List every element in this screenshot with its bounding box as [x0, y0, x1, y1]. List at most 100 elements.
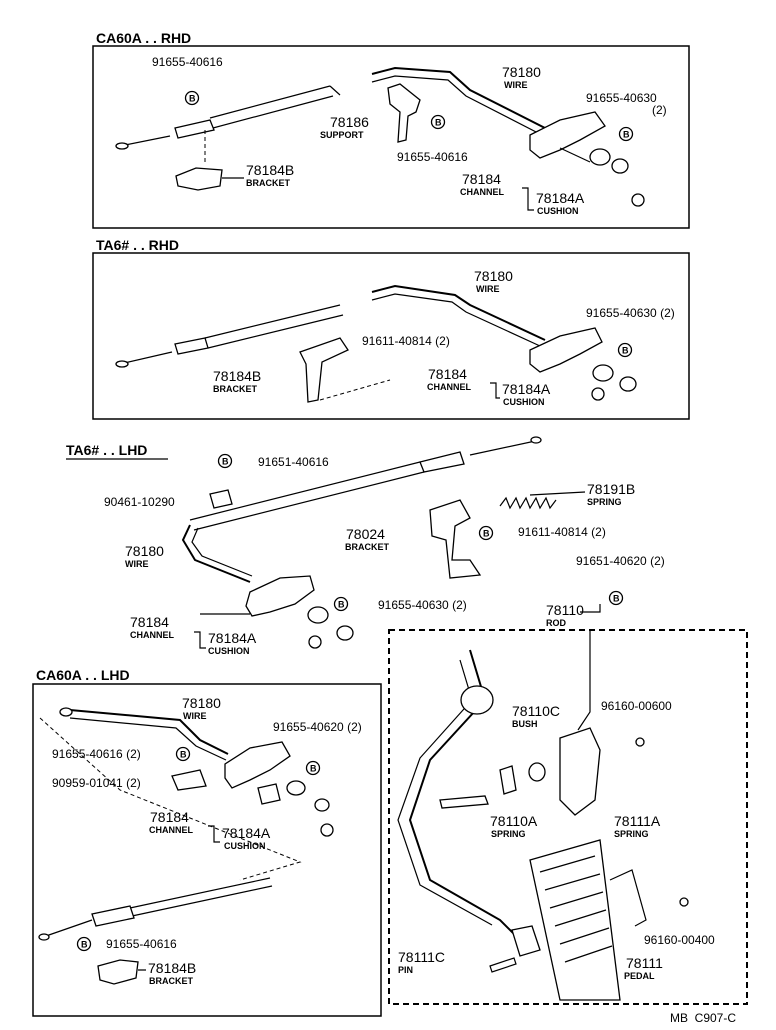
spring-78191b-drawing [499, 496, 557, 510]
label-78186: 78186 [330, 114, 369, 130]
label-78180: 78180 [474, 268, 513, 284]
section-ca60a-rhd: CA60A . . RHD B B [92, 30, 690, 229]
label-96160-00400: 96160-00400 [644, 933, 715, 947]
label-91655-40616: 91655-40616 (2) [52, 747, 141, 761]
bolt-b-label: B [180, 750, 187, 760]
label-cushion: CUSHION [537, 206, 579, 216]
label-support: SUPPORT [320, 130, 364, 140]
label-channel: CHANNEL [460, 187, 505, 197]
label-91655-40616-b: 91655-40616 [397, 150, 468, 164]
throttle-wire-drawing [115, 284, 546, 368]
throttle-wire-drawing [115, 66, 546, 150]
section-title-ta6-rhd: TA6# . . RHD [96, 237, 179, 253]
label-91655-40620: 91655-40620 (2) [273, 720, 362, 734]
section-ta6-rhd: TA6# . . RHD B 78180 WIRE 91655-40630 (2… [92, 237, 690, 420]
bolt-b-label: B [483, 529, 490, 539]
label-78180: 78180 [182, 695, 221, 711]
bracket-78184b-drawing [97, 959, 139, 985]
clip-96160-00400-drawing [679, 897, 689, 907]
channel-assembly-drawing [529, 327, 637, 401]
section-title-ta6-lhd: TA6# . . LHD [66, 442, 147, 458]
throttle-wire-drawing [38, 707, 273, 941]
label-78180: 78180 [125, 543, 164, 559]
label-bracket: BRACKET [345, 542, 390, 552]
pivot-bolt-drawing [439, 795, 489, 809]
label-78111c: 78111C [398, 949, 445, 965]
label-78180: 78180 [502, 64, 541, 80]
label-wire: WIRE [476, 284, 500, 294]
channel-assembly-drawing [529, 111, 645, 207]
label-pedal: PEDAL [624, 971, 655, 981]
spring-78110a-drawing [499, 765, 517, 795]
label-78184a: 78184A [536, 190, 585, 206]
channel-assembly-drawing [224, 741, 334, 837]
section-frame-ta6-rhd [92, 252, 690, 420]
label-91655-40616: 91655-40616 [152, 55, 223, 69]
clip-96160-00600-drawing [635, 737, 645, 747]
label-cushion: CUSHION [224, 841, 266, 851]
pedal-arm-end [511, 925, 541, 957]
label-78184b: 78184B [213, 368, 261, 384]
label-78184: 78184 [428, 366, 467, 382]
bolt-b-label: B [222, 457, 229, 467]
bolt-b-label: B [81, 940, 88, 950]
pedal-assembly: 78110C BUSH 96160-00600 78110A SPRING 78… [388, 629, 748, 1005]
pin-78111c-drawing [489, 957, 517, 973]
clip-90461-10290-drawing [209, 489, 233, 509]
label-qty-2: (2) [652, 103, 667, 117]
label-90461-10290: 90461-10290 [104, 495, 175, 509]
section-ta6-lhd: TA6# . . LHD B B B B 91651-40616 9046 [66, 436, 665, 656]
label-91651-40620: 91651-40620 (2) [576, 554, 665, 568]
label-78110a: 78110A [490, 813, 538, 829]
label-91655-40616-b: 91655-40616 [106, 937, 177, 951]
bush-78110c-drawing [528, 762, 546, 782]
label-78184: 78184 [462, 171, 501, 187]
label-78111: 78111 [626, 955, 663, 971]
label-78184a: 78184A [208, 630, 257, 646]
bracket-90959-drawing [171, 769, 207, 791]
label-78184b: 78184B [246, 162, 294, 178]
label-91655-40630: 91655-40630 (2) [586, 306, 675, 320]
pedal-frame [388, 629, 748, 1005]
bracket-78024-drawing [429, 499, 482, 579]
label-spring-a: SPRING [491, 829, 526, 839]
label-78184: 78184 [130, 614, 169, 630]
label-78110: 78110 [546, 602, 584, 618]
throttle-wire-drawing [181, 436, 542, 583]
channel-assembly-drawing [245, 575, 354, 649]
bolt-b-label: B [623, 130, 630, 140]
label-91611-40814: 91611-40814 (2) [362, 334, 450, 348]
pedal-rod-pivot [460, 685, 494, 715]
label-cushion: CUSHION [208, 646, 250, 656]
label-bush: BUSH [512, 719, 538, 729]
label-91611-40814: 91611-40814 (2) [518, 525, 606, 539]
bolt-b-label: B [435, 118, 442, 128]
bolt-b-label: B [338, 600, 345, 610]
section-frame-ca60a-lhd [32, 683, 382, 1017]
label-90959-01041: 90959-01041 (2) [52, 776, 141, 790]
label-78191b: 78191B [587, 481, 635, 497]
section-title-ca60a-rhd: CA60A . . RHD [96, 30, 191, 46]
pedal-bracket-drawing [559, 727, 601, 816]
label-bracket: BRACKET [149, 976, 194, 986]
label-78184a: 78184A [502, 381, 551, 397]
label-pin: PIN [398, 965, 413, 975]
label-wire: WIRE [125, 559, 149, 569]
diagram-footer-code: MB C907-C [670, 1011, 736, 1025]
bolt-b-label: B [622, 346, 629, 356]
label-spring-b: SPRING [614, 829, 649, 839]
bolt-b-label: B [189, 94, 196, 104]
label-91651-40616: 91651-40616 [258, 455, 329, 469]
label-78184: 78184 [150, 809, 189, 825]
bracket-78184b-drawing [299, 337, 349, 403]
label-78024: 78024 [346, 526, 385, 542]
bolt-b-label: B [310, 764, 317, 774]
section-ca60a-lhd: CA60A . . LHD B B B 78180 WIRE [32, 667, 382, 1017]
label-91655-40630: 91655-40630 (2) [378, 598, 467, 612]
bracket-78184b-drawing [175, 167, 223, 191]
label-78184a: 78184A [222, 825, 271, 841]
label-78111a: 78111A [614, 813, 661, 829]
label-cushion: CUSHION [503, 397, 545, 407]
label-78110c: 78110C [512, 703, 560, 719]
